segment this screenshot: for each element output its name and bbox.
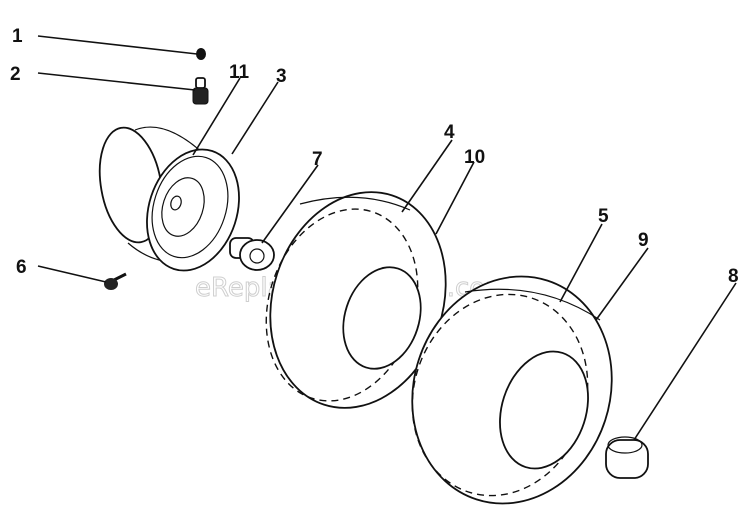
callout-2: 2 — [10, 64, 21, 85]
valve-stem-part — [192, 77, 209, 105]
leader-lines — [37, 35, 737, 441]
wheel-rim-part — [98, 126, 240, 272]
callout-5: 5 — [598, 206, 609, 227]
callout-labels: 1 2 11 3 7 6 4 10 5 9 8 — [10, 26, 739, 287]
callout-1: 1 — [12, 26, 23, 47]
callout-4: 4 — [444, 122, 455, 143]
flanged-bushing-part — [229, 237, 275, 271]
callout-10: 10 — [464, 147, 485, 168]
lug-bolt-part — [104, 272, 127, 290]
rear-tire-part — [411, 275, 613, 505]
valve-cap-part — [196, 48, 206, 60]
callout-9: 9 — [638, 230, 649, 251]
callout-6: 6 — [16, 257, 27, 278]
front-tire-part — [265, 191, 447, 409]
callout-3: 3 — [276, 66, 287, 87]
callout-8: 8 — [728, 266, 739, 287]
bushing-part — [605, 436, 649, 479]
callout-7: 7 — [312, 149, 323, 170]
callout-11: 11 — [229, 62, 250, 83]
